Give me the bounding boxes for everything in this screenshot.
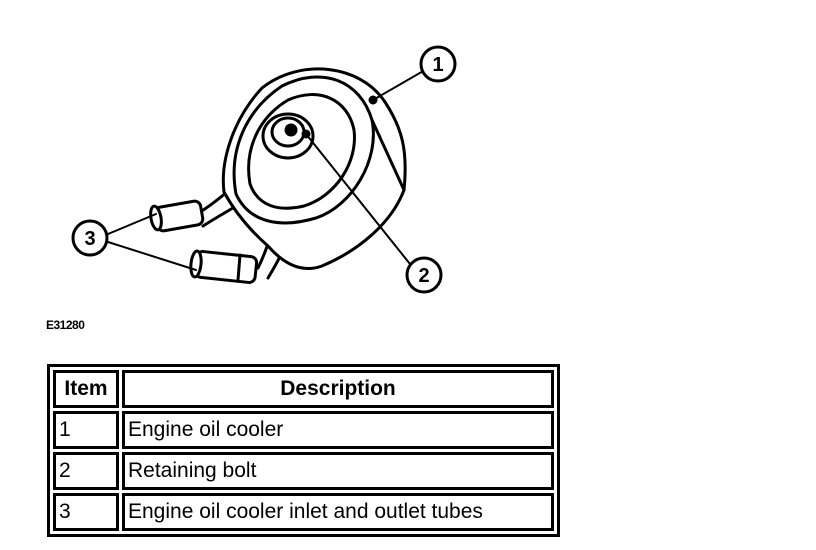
callout-label-3: 3 [84,228,95,250]
table-row: 3 Engine oil cooler inlet and outlet tub… [53,493,554,531]
row-item: 3 [53,493,119,531]
header-item: Item [53,370,119,408]
row-item: 2 [53,452,119,490]
row-item: 1 [53,411,119,449]
table-row: 1 Engine oil cooler [53,411,554,449]
row-description: Retaining bolt [122,452,554,490]
row-description: Engine oil cooler [122,411,554,449]
figure-code: E31280 [46,318,85,332]
inlet-outlet-tubes [149,186,288,284]
callout-circle-1 [419,45,457,83]
table-header-row: Item Description [53,370,554,408]
engine-oil-cooler [221,67,407,271]
legend-table: Item Description 1 Engine oil cooler 2 R… [47,364,560,537]
callout-label-2: 2 [418,265,429,287]
retaining-bolt [261,112,315,160]
leader-lines [107,69,426,271]
row-description: Engine oil cooler inlet and outlet tubes [122,493,554,531]
callout-circle-3 [71,219,109,257]
oil-cooler-illustration: 1 2 3 [71,45,457,294]
header-description: Description [122,370,554,408]
callout-circle-2 [405,256,443,294]
callout-label-1: 1 [432,54,443,76]
table-row: 2 Retaining bolt [53,452,554,490]
